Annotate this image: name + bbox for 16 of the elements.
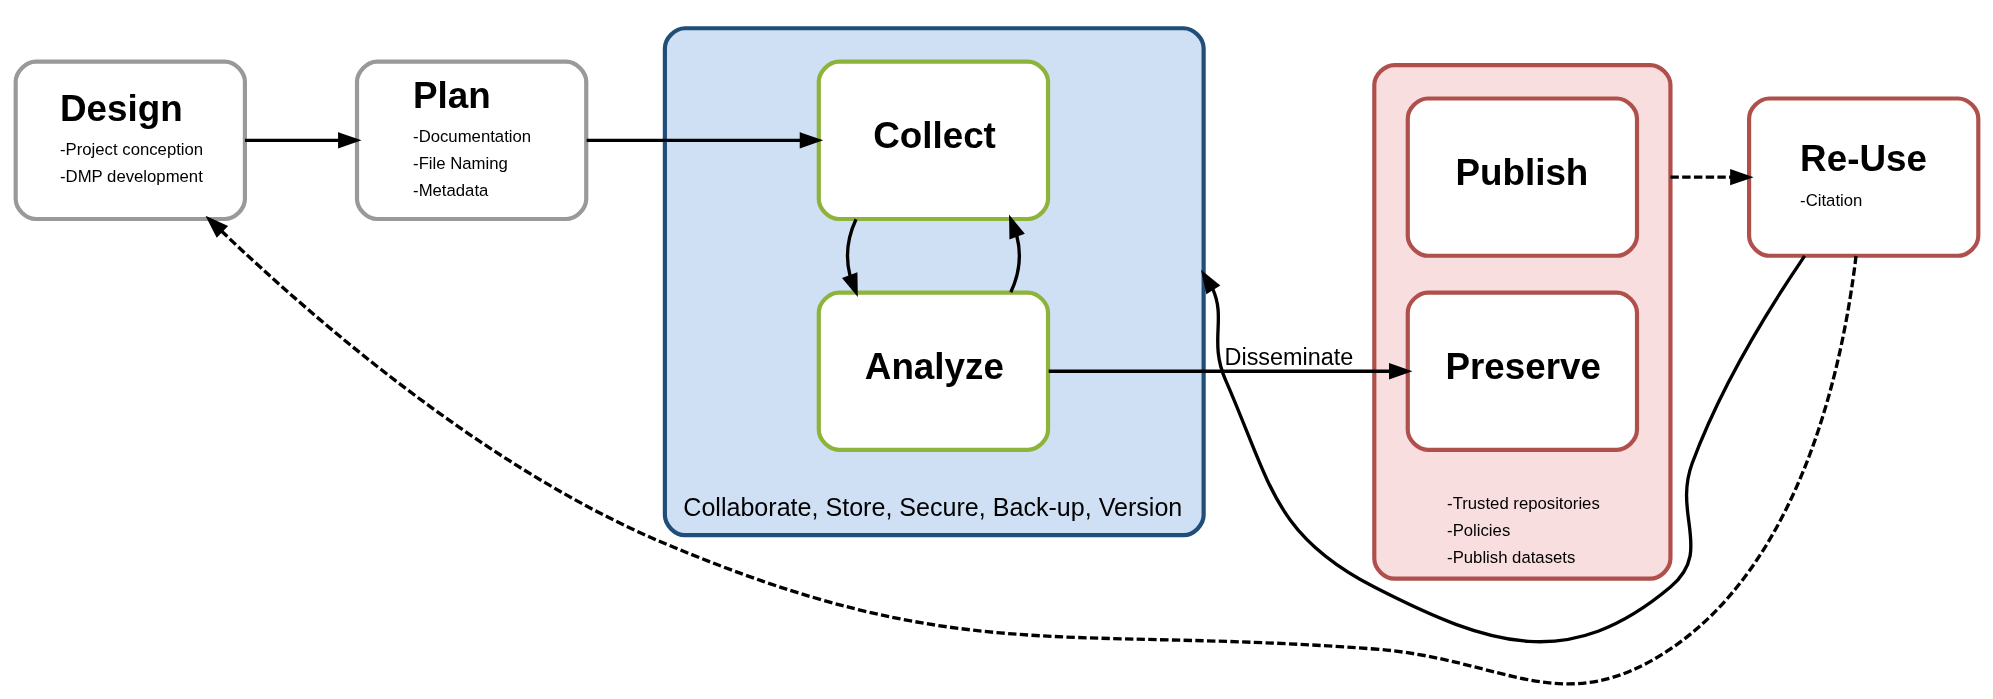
node-box: Preserve — [1405, 290, 1639, 452]
node-box: Collect — [816, 59, 1050, 222]
arrow — [1008, 214, 1025, 293]
node-box: Analyze — [816, 290, 1050, 452]
arrow — [841, 218, 858, 298]
arrow — [1048, 363, 1412, 380]
node-box: Re-Use -Citation — [1746, 96, 1980, 258]
node-box: Publish — [1405, 96, 1639, 258]
edge-label: Disseminate — [1224, 343, 1353, 370]
node-box: Plan -Documentation -File Naming -Metadata — [354, 59, 588, 222]
arrow — [1200, 254, 1806, 643]
arrow — [244, 132, 362, 149]
arrow — [586, 132, 823, 149]
node-box: Design -Project conception -DMP development — [13, 59, 247, 222]
arrow — [1669, 168, 1754, 186]
arrow — [205, 215, 1858, 686]
